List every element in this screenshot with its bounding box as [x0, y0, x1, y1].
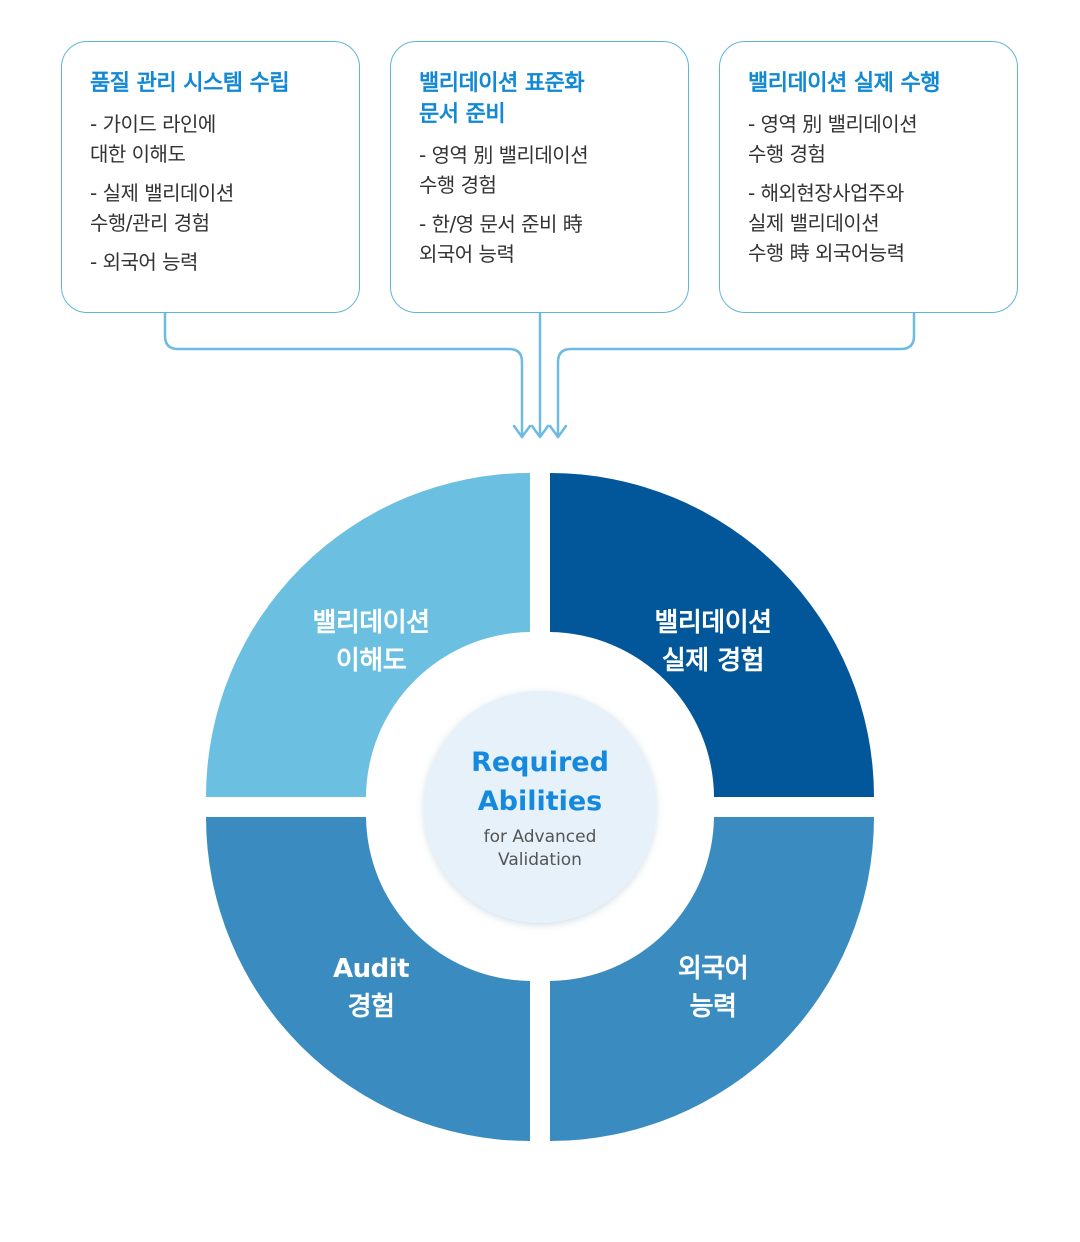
requirement-item: - 실제 밸리데이션 수행/관리 경험	[90, 181, 234, 235]
quadrant-bottom-right	[550, 817, 874, 1141]
requirement-item: - 해외현장사업주와 실제 밸리데이션 수행 時 외국어능력	[748, 181, 905, 265]
requirement-item: - 영역 別 밸리데이션 수행 경험	[419, 143, 589, 197]
arrowhead-middle-icon	[530, 424, 550, 439]
center-circle	[424, 691, 656, 923]
quadrant-label-bottom-right: 외국어 능력	[677, 954, 749, 1022]
arrowhead-left-icon	[512, 424, 532, 439]
quadrant-top-right	[550, 473, 874, 797]
center-title: Required Abilities	[471, 747, 609, 817]
arrowhead-right-icon	[548, 424, 568, 439]
requirement-item: - 영역 別 밸리데이션 수행 경험	[748, 112, 918, 166]
requirement-box-actual-validation: 밸리데이션 실제 수행 - 영역 別 밸리데이션 수행 경험 - 해외현장사업주…	[719, 41, 1018, 313]
box-title: 밸리데이션 표준화 문서 준비	[419, 71, 585, 127]
box-title: 품질 관리 시스템 수립	[90, 71, 290, 96]
requirement-list: - 가이드 라인에 대한 이해도 - 실제 밸리데이션 수행/관리 경험 - 외…	[90, 109, 339, 277]
requirement-box-standard-documents: 밸리데이션 표준화 문서 준비 - 영역 別 밸리데이션 수행 경험 - 한/영…	[390, 41, 689, 313]
center-subtitle: for Advanced Validation	[483, 827, 597, 870]
connector-line-left	[163, 311, 524, 438]
requirement-item: - 한/영 문서 준비 時 외국어 능력	[419, 212, 583, 266]
quadrant-label-bottom-left: Audit 경험	[332, 954, 410, 1022]
quadrant-label-top-right: 밸리데이션 실제 경험	[654, 608, 772, 676]
requirement-list: - 영역 別 밸리데이션 수행 경험 - 한/영 문서 준비 時 외국어 능력	[419, 140, 668, 269]
requirement-list: - 영역 別 밸리데이션 수행 경험 - 해외현장사업주와 실제 밸리데이션 수…	[748, 109, 997, 268]
quadrant-bottom-left	[206, 817, 530, 1141]
connector-line-right	[556, 311, 916, 438]
box-title: 밸리데이션 실제 수행	[748, 71, 940, 96]
quadrant-top-left	[206, 473, 530, 797]
requirement-item: - 가이드 라인에 대한 이해도	[90, 112, 216, 166]
requirement-box-quality-system: 품질 관리 시스템 수립 - 가이드 라인에 대한 이해도 - 실제 밸리데이션…	[61, 41, 360, 313]
quadrant-label-top-left: 밸리데이션 이해도	[312, 608, 430, 676]
requirement-item: - 외국어 능력	[90, 250, 198, 274]
